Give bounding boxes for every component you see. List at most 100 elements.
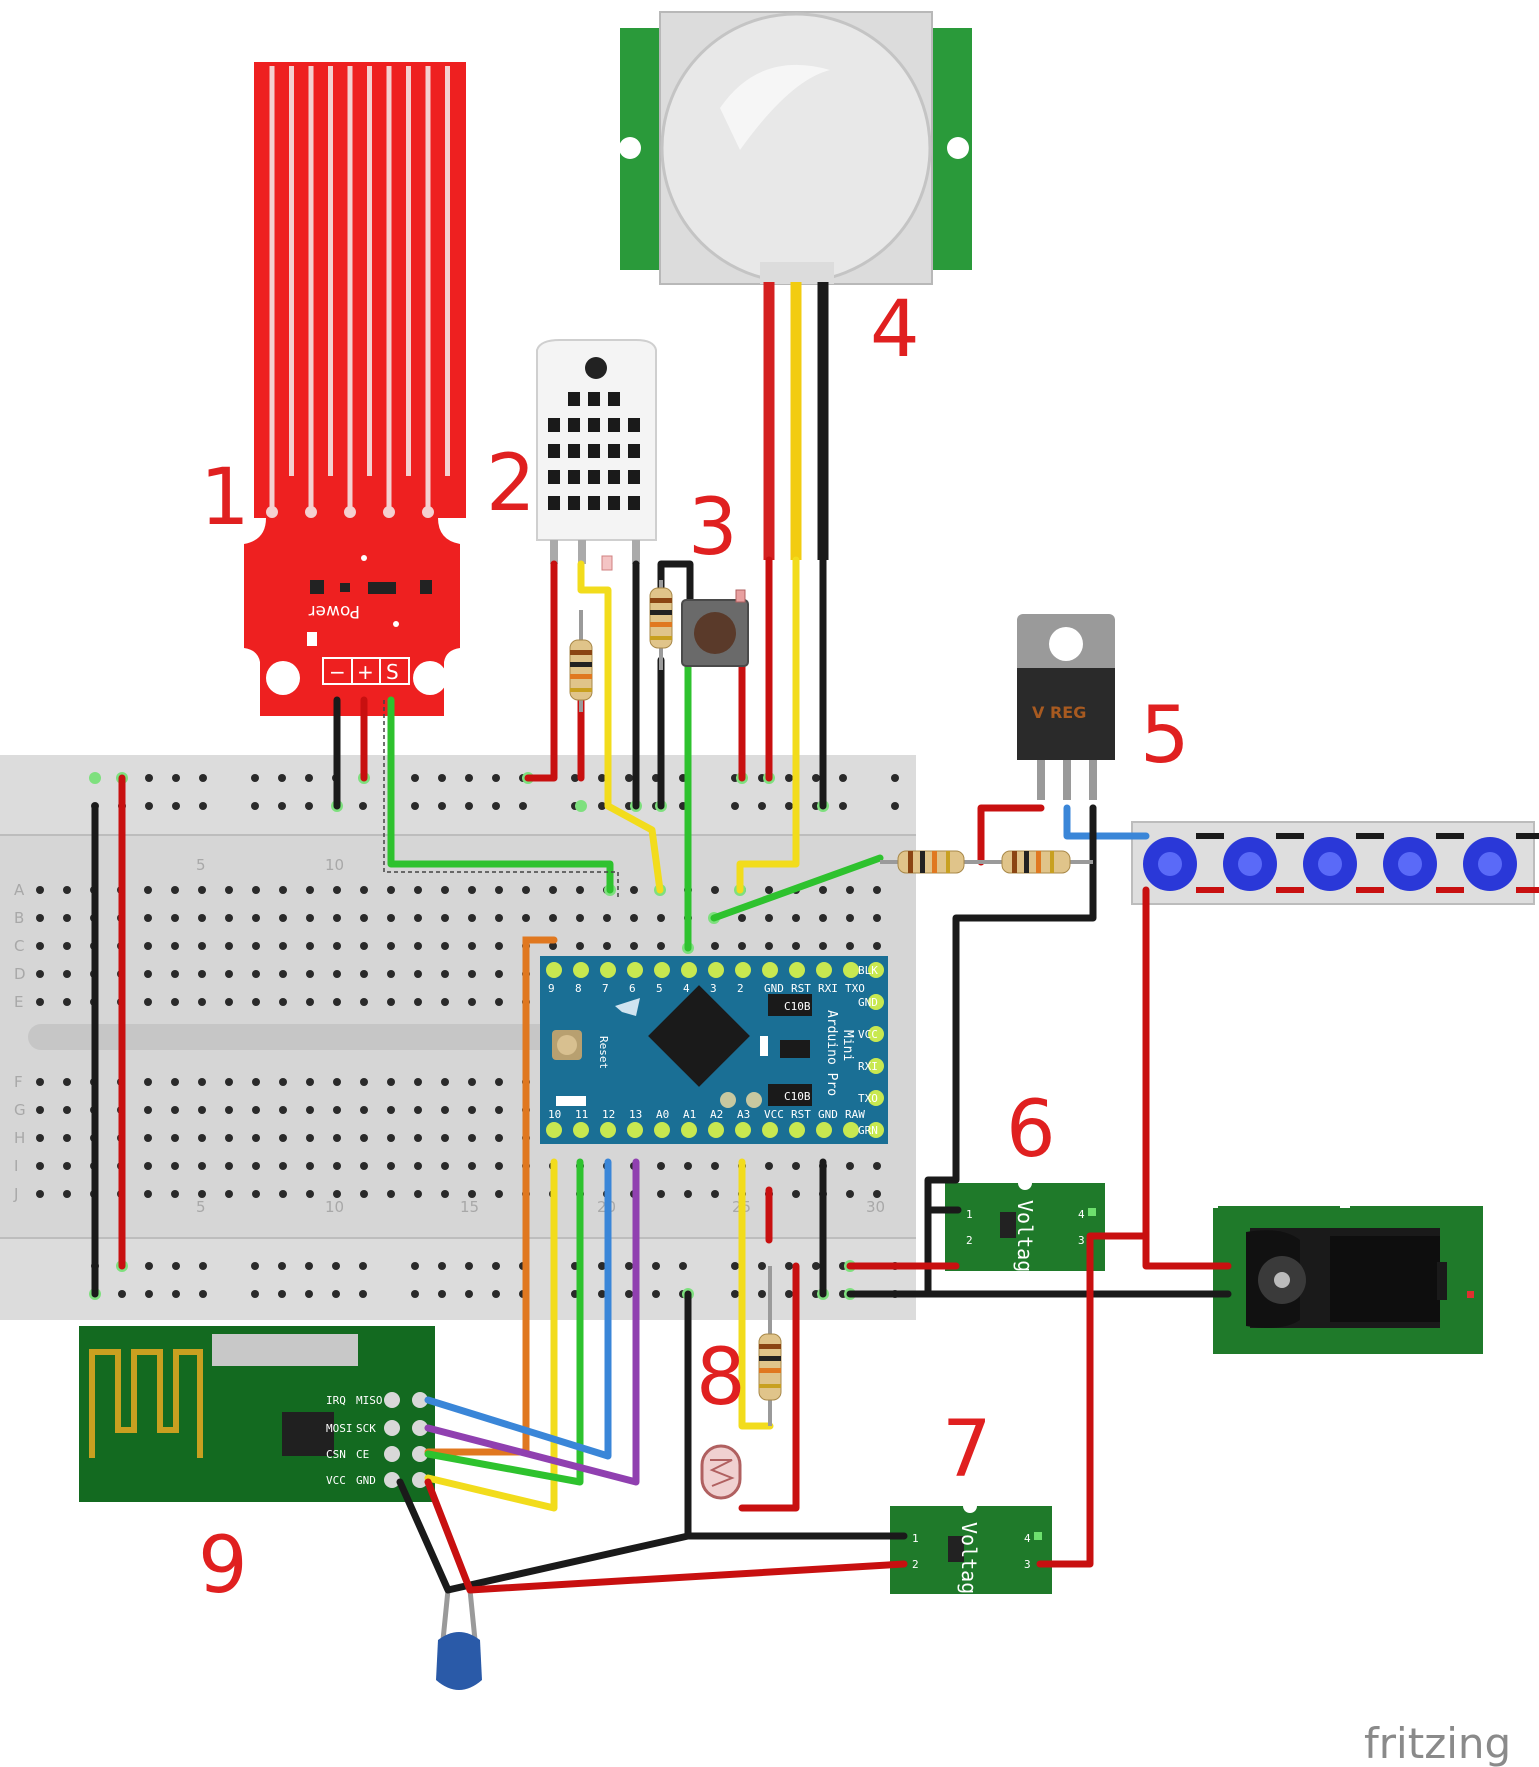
bb-hole (576, 914, 584, 922)
arduino-bottom-pin-label: A1 (683, 1108, 696, 1121)
rail-hole (785, 802, 793, 810)
bb-hole (468, 970, 476, 978)
bb-hole (36, 1078, 44, 1086)
bb-hole (63, 1106, 71, 1114)
bb-hole (360, 1134, 368, 1142)
arduino-bottom-pin-label: RAW (845, 1108, 865, 1121)
radio-pad (412, 1446, 428, 1462)
photoresistor (700, 1444, 742, 1500)
rail-hole (625, 1262, 633, 1270)
bb-hole (765, 1162, 773, 1170)
bb-hole (198, 1134, 206, 1142)
bb-hole (495, 1162, 503, 1170)
bb-hole (279, 1162, 287, 1170)
arduino-top-pin-label: RST (791, 982, 811, 995)
rail-hole (492, 774, 500, 782)
col-label-bottom-10: 10 (325, 1198, 344, 1216)
bb-hole (198, 998, 206, 1006)
bb-hole (36, 1134, 44, 1142)
rail-hole (758, 802, 766, 810)
bb-hole (333, 914, 341, 922)
pir-leads (763, 282, 829, 560)
bb-hole (252, 1078, 260, 1086)
rail-hole (305, 802, 313, 810)
bb-hole (387, 1106, 395, 1114)
trace-pad (305, 506, 317, 518)
bb-hole (360, 942, 368, 950)
arduino-top-pin (708, 962, 724, 978)
pir-motion-sensor (619, 11, 972, 285)
col-label-top-5: 5 (196, 856, 206, 874)
bb-hole (765, 942, 773, 950)
water-level-sensor: Power − + S (244, 62, 466, 716)
rail-hole (598, 774, 606, 782)
pin-signal-label: S (386, 660, 399, 684)
bb-hole (225, 970, 233, 978)
rail-hole (332, 1290, 340, 1298)
bb-hole (630, 942, 638, 950)
rail-hole (359, 1262, 367, 1270)
push-button (681, 589, 749, 667)
b6-pin1: 1 (966, 1208, 973, 1221)
col-label-bottom-30: 30 (866, 1198, 885, 1216)
rail-hole (839, 774, 847, 782)
resistor-button (649, 580, 673, 670)
bb-hole (414, 886, 422, 894)
bb-hole (63, 1190, 71, 1198)
bb-hole (441, 998, 449, 1006)
bb-hole (414, 998, 422, 1006)
rail-hole (199, 802, 207, 810)
rail-hole (172, 1262, 180, 1270)
bb-hole (765, 886, 773, 894)
trace-pad (344, 506, 356, 518)
bb-hole (387, 970, 395, 978)
arduino-bottom-pin (789, 1122, 805, 1138)
arduino-side-pin-label: BLK (858, 964, 878, 977)
bb-hole (63, 1078, 71, 1086)
arduino-bottom-pin-label: A2 (710, 1108, 723, 1121)
radio-pin-right: GND (356, 1474, 376, 1487)
bb-hole (63, 1134, 71, 1142)
bb-hole (711, 942, 719, 950)
arduino-side-pin-label: GND (858, 996, 878, 1009)
arduino-bottom-pin-label: A0 (656, 1108, 669, 1121)
bb-hole (441, 1190, 449, 1198)
arduino-side-pin-label: GRN (858, 1124, 878, 1137)
arduino-top-pin (627, 962, 643, 978)
b6-pin4: 4 (1078, 1208, 1085, 1221)
rail-hole (411, 774, 419, 782)
label-6: 6 (1006, 1085, 1056, 1175)
bb-hole (360, 886, 368, 894)
radio-pad (384, 1392, 400, 1408)
bb-hole (630, 914, 638, 922)
bb-hole (873, 914, 881, 922)
bb-hole (441, 1106, 449, 1114)
b7-pin3: 3 (1024, 1558, 1031, 1571)
bb-hole (171, 970, 179, 978)
arduino-top-pin-label: 7 (602, 982, 609, 995)
rail-hole (145, 1290, 153, 1298)
arduino-bottom-pin-label: VCC (764, 1108, 784, 1121)
bb-hole (873, 1190, 881, 1198)
row-label-b: B (14, 909, 24, 927)
trace-pad (383, 506, 395, 518)
rail-hole (145, 802, 153, 810)
voltage-label-7: Voltag (957, 1522, 981, 1594)
rail-hole (411, 1262, 419, 1270)
bb-hole (387, 942, 395, 950)
bb-hole (36, 942, 44, 950)
bb-hole (414, 914, 422, 922)
rail-hole (812, 1262, 820, 1270)
rail-hole (492, 1262, 500, 1270)
arduino-bottom-pin (681, 1122, 697, 1138)
bb-hole (144, 998, 152, 1006)
rail-hole (679, 1262, 687, 1270)
arduino-top-pin-label: GND (764, 982, 784, 995)
bb-hole (171, 1134, 179, 1142)
arduino-top-pin (843, 962, 859, 978)
col-label-bottom-15: 15 (460, 1198, 479, 1216)
bb-hole (171, 942, 179, 950)
rail-hole (465, 1262, 473, 1270)
bb-hole (846, 1162, 854, 1170)
